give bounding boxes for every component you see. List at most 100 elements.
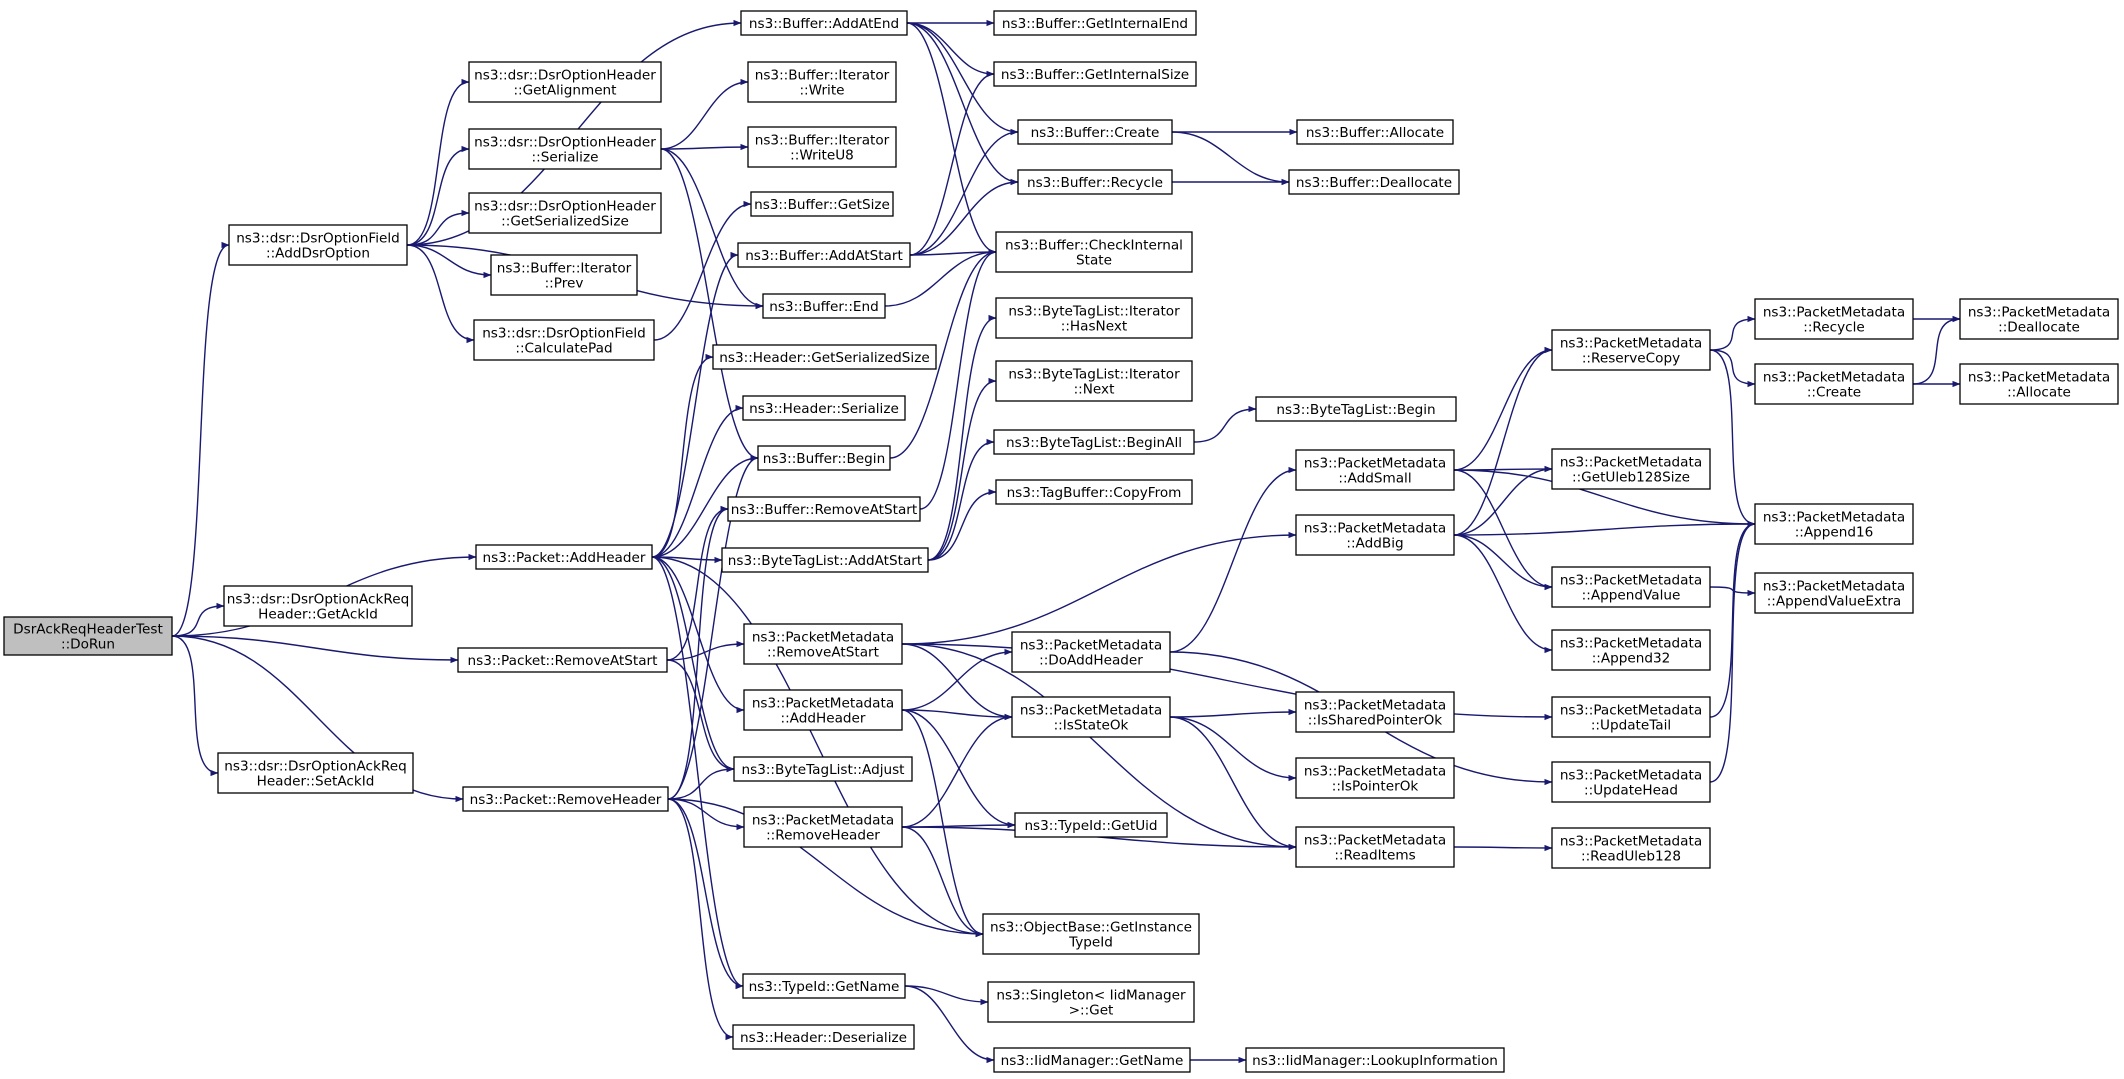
node-box[interactable] bbox=[1017, 169, 1173, 195]
node-box[interactable] bbox=[993, 61, 1197, 87]
node-pkt-remove-at-start[interactable]: ns3::Packet::RemoveAtStart bbox=[457, 647, 668, 673]
node-iter-write[interactable]: ns3::Buffer::Iterator::Write bbox=[747, 61, 897, 103]
node-box[interactable] bbox=[995, 297, 1193, 339]
node-buf-add-at-start[interactable]: ns3::Buffer::AddAtStart bbox=[737, 242, 911, 268]
node-pm-update-tail[interactable]: ns3::PacketMetadata::UpdateTail bbox=[1551, 696, 1711, 738]
node-hdr-get-serialized-size[interactable]: ns3::Header::GetSerializedSize bbox=[712, 344, 937, 370]
node-pm-add-big[interactable]: ns3::PacketMetadata::AddBig bbox=[1295, 514, 1455, 556]
node-box[interactable] bbox=[993, 10, 1197, 36]
node-box[interactable] bbox=[747, 126, 897, 168]
node-box[interactable] bbox=[1017, 119, 1173, 145]
node-singleton-get[interactable]: ns3::Singleton< IidManager >::Get bbox=[987, 981, 1195, 1023]
node-pm-remove-header[interactable]: ns3::PacketMetadata::RemoveHeader bbox=[743, 806, 903, 848]
node-buf-add-at-end[interactable]: ns3::Buffer::AddAtEnd bbox=[740, 10, 908, 36]
node-hdr-serialize[interactable]: ns3::Header::Serialize bbox=[742, 395, 906, 421]
node-box[interactable] bbox=[1295, 826, 1455, 868]
node-box[interactable] bbox=[223, 585, 413, 627]
node-box[interactable] bbox=[1296, 119, 1454, 145]
node-pm-recycle[interactable]: ns3::PacketMetadata::Recycle bbox=[1754, 298, 1914, 340]
node-buf-create[interactable]: ns3::Buffer::Create bbox=[1017, 119, 1173, 145]
node-box[interactable] bbox=[743, 689, 903, 731]
node-pm-is-pointer-ok[interactable]: ns3::PacketMetadata::IsPointerOk bbox=[1295, 757, 1455, 799]
node-type-id-get-uid[interactable]: ns3::TypeId::GetUid bbox=[1014, 812, 1168, 838]
node-btl-iter-has-next[interactable]: ns3::ByteTagList::Iterator::HasNext bbox=[995, 297, 1193, 339]
node-buf-begin[interactable]: ns3::Buffer::Begin bbox=[757, 445, 891, 471]
node-box[interactable] bbox=[733, 756, 913, 782]
node-box[interactable] bbox=[995, 360, 1193, 402]
node-box[interactable] bbox=[1754, 503, 1914, 545]
node-box[interactable] bbox=[475, 544, 653, 570]
node-box[interactable] bbox=[742, 973, 906, 999]
node-box[interactable] bbox=[982, 913, 1200, 955]
node-box[interactable] bbox=[737, 242, 911, 268]
node-box[interactable] bbox=[1551, 566, 1711, 608]
node-box[interactable] bbox=[462, 786, 669, 812]
node-iter-write-u8[interactable]: ns3::Buffer::Iterator::WriteU8 bbox=[747, 126, 897, 168]
node-buf-remove-at-start[interactable]: ns3::Buffer::RemoveAtStart bbox=[727, 496, 921, 522]
node-box[interactable] bbox=[712, 344, 937, 370]
node-pm-append32[interactable]: ns3::PacketMetadata::Append32 bbox=[1551, 629, 1711, 671]
node-pm-create[interactable]: ns3::PacketMetadata::Create bbox=[1754, 363, 1914, 405]
node-box[interactable] bbox=[1295, 449, 1455, 491]
node-add-dsr-option[interactable]: ns3::dsr::DsrOptionField::AddDsrOption bbox=[228, 224, 408, 266]
node-box[interactable] bbox=[1011, 696, 1171, 738]
node-box[interactable] bbox=[743, 623, 903, 665]
node-pm-add-small[interactable]: ns3::PacketMetadata::AddSmall bbox=[1295, 449, 1455, 491]
node-box[interactable] bbox=[1959, 363, 2119, 405]
node-pm-allocate[interactable]: ns3::PacketMetadata::Allocate bbox=[1959, 363, 2119, 405]
node-btl-add-at-start[interactable]: ns3::ByteTagList::AddAtStart bbox=[721, 547, 929, 573]
node-calculate-pad[interactable]: ns3::dsr::DsrOptionField::CalculatePad bbox=[473, 319, 655, 361]
node-box[interactable] bbox=[1551, 827, 1711, 869]
node-btl-begin[interactable]: ns3::ByteTagList::Begin bbox=[1255, 396, 1457, 422]
node-pm-add-header[interactable]: ns3::PacketMetadata::AddHeader bbox=[743, 689, 903, 731]
node-opt-get-serialized-size[interactable]: ns3::dsr::DsrOptionHeader::GetSerialized… bbox=[468, 192, 662, 234]
node-box[interactable] bbox=[1551, 329, 1711, 371]
node-root[interactable]: DsrAckReqHeaderTest::DoRun bbox=[3, 616, 173, 656]
node-buf-get-internal-size[interactable]: ns3::Buffer::GetInternalSize bbox=[993, 61, 1197, 87]
node-set-ack-id[interactable]: ns3::dsr::DsrOptionAckReqHeader::SetAckI… bbox=[217, 752, 414, 794]
node-pm-is-state-ok[interactable]: ns3::PacketMetadata::IsStateOk bbox=[1011, 696, 1171, 738]
node-box[interactable] bbox=[993, 429, 1195, 455]
node-pkt-add-header[interactable]: ns3::Packet::AddHeader bbox=[475, 544, 653, 570]
node-buf-recycle[interactable]: ns3::Buffer::Recycle bbox=[1017, 169, 1173, 195]
node-box[interactable] bbox=[1754, 298, 1914, 340]
node-iid-get-name[interactable]: ns3::IidManager::GetName bbox=[993, 1047, 1191, 1073]
node-box[interactable] bbox=[747, 61, 897, 103]
node-box[interactable] bbox=[1014, 812, 1168, 838]
node-opt-get-alignment[interactable]: ns3::dsr::DsrOptionHeader::GetAlignment bbox=[468, 61, 662, 103]
node-box[interactable] bbox=[490, 254, 638, 296]
node-pm-reserve-copy[interactable]: ns3::PacketMetadata::ReserveCopy bbox=[1551, 329, 1711, 371]
node-box[interactable] bbox=[1959, 298, 2119, 340]
node-box[interactable] bbox=[1295, 514, 1455, 556]
node-pm-append-value[interactable]: ns3::PacketMetadata::AppendValue bbox=[1551, 566, 1711, 608]
node-box[interactable] bbox=[721, 547, 929, 573]
node-pm-update-head[interactable]: ns3::PacketMetadata::UpdateHead bbox=[1551, 761, 1711, 803]
node-box[interactable] bbox=[1295, 757, 1455, 799]
node-pm-deallocate[interactable]: ns3::PacketMetadata::Deallocate bbox=[1959, 298, 2119, 340]
node-box[interactable] bbox=[1011, 631, 1171, 673]
node-box[interactable] bbox=[217, 752, 414, 794]
node-pm-read-uleb128[interactable]: ns3::PacketMetadata::ReadUleb128 bbox=[1551, 827, 1711, 869]
node-type-id-get-name[interactable]: ns3::TypeId::GetName bbox=[742, 973, 906, 999]
node-box[interactable] bbox=[742, 395, 906, 421]
node-pm-do-add-header[interactable]: ns3::PacketMetadata::DoAddHeader bbox=[1011, 631, 1171, 673]
node-box[interactable] bbox=[757, 445, 891, 471]
node-box[interactable] bbox=[1551, 629, 1711, 671]
node-pm-append16[interactable]: ns3::PacketMetadata::Append16 bbox=[1754, 503, 1914, 545]
node-btl-begin-all[interactable]: ns3::ByteTagList::BeginAll bbox=[993, 429, 1195, 455]
node-box[interactable] bbox=[1255, 396, 1457, 422]
node-box[interactable] bbox=[468, 192, 662, 234]
node-pm-is-shared-pointer-ok[interactable]: ns3::PacketMetadata::IsSharedPointerOk bbox=[1295, 691, 1455, 733]
node-box[interactable] bbox=[468, 128, 662, 170]
node-box[interactable] bbox=[1245, 1047, 1505, 1073]
node-box[interactable] bbox=[228, 224, 408, 266]
node-box[interactable] bbox=[987, 981, 1195, 1023]
node-box[interactable] bbox=[732, 1024, 915, 1050]
node-box[interactable] bbox=[1754, 363, 1914, 405]
node-buf-end[interactable]: ns3::Buffer::End bbox=[762, 293, 886, 319]
node-box[interactable] bbox=[727, 496, 921, 522]
node-tag-buf-copy-from[interactable]: ns3::TagBuffer::CopyFrom bbox=[995, 479, 1193, 505]
node-pm-append-value-extra[interactable]: ns3::PacketMetadata::AppendValueExtra bbox=[1754, 572, 1914, 614]
node-pm-read-items[interactable]: ns3::PacketMetadata::ReadItems bbox=[1295, 826, 1455, 868]
